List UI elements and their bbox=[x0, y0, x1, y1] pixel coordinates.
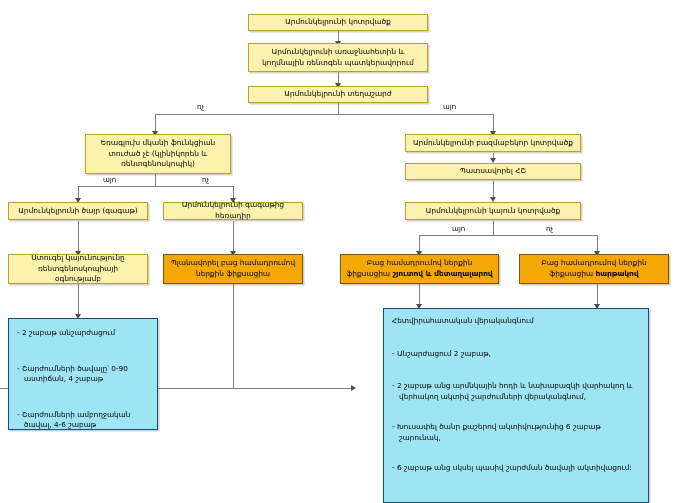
connector-bus2-left bbox=[78, 186, 79, 200]
node-orif-plate[interactable]: Բաց համադրումով ներքին ֆիքսացիա հարթակով bbox=[519, 254, 669, 284]
arrowhead-bus2-left bbox=[75, 198, 81, 203]
node-orif-plate-line2-bold: հարթակով bbox=[595, 269, 639, 278]
node-order-ct-label: Պատսավորել ՀՇ bbox=[459, 166, 527, 176]
outcome-box-postoperative[interactable]: Հետվիրահատական վերականգնում - Անշարժացու… bbox=[383, 308, 649, 503]
node-check-stability-label: Ստուգել կայունությունը ռենտգենոսկոպիայի … bbox=[14, 253, 142, 285]
node-distal-to-tip-label: Արմունկելրունի գագաթից հեռադիր bbox=[181, 200, 285, 220]
node-triceps-line2: տուժած չէ (կլինիկորեն և bbox=[108, 148, 208, 158]
branch-label-no-1: ոչ bbox=[197, 103, 205, 111]
connector-n8-n11 bbox=[233, 221, 234, 253]
node-orif-tension-band-label: Բաց համադրումով ներքին ֆիքսացիա շյուտով … bbox=[346, 258, 493, 279]
node-distal-to-tip[interactable]: Արմունկելրունի գագաթից հեռադիր bbox=[163, 200, 303, 220]
arrowhead-n10-left-outcome bbox=[75, 314, 81, 319]
node-triceps-function-label: Եռագլուխ մկանի ֆունկցիան տուժած չէ (կլին… bbox=[91, 138, 225, 170]
outcome-right-heading: Հետվիրահատական վերականգնում bbox=[392, 316, 534, 325]
node-fracture-title[interactable]: Արմունկելրունի կոտրվածք bbox=[248, 14, 428, 31]
node-orif-plate-line2-plain: ֆիքսացիա bbox=[549, 269, 596, 278]
arrowhead-n11-right-outcome bbox=[351, 385, 356, 391]
connector-bus3-left bbox=[419, 235, 420, 253]
arrowhead-n8-n11 bbox=[230, 251, 236, 256]
branch-label-no-2: ոչ bbox=[202, 176, 210, 184]
outcome-right-bullet-2: - 2 շաբաթ անց արմնկային հոդի և նախաբազկի… bbox=[392, 381, 633, 401]
connector-n10-left-outcome bbox=[78, 284, 79, 316]
arrowhead-n7-n10 bbox=[75, 251, 81, 256]
connector-n4-bus2 bbox=[155, 173, 156, 186]
outcome-box-conservative[interactable]: - 2 շաբաթ անշարժացում - Շարժումների ծավա… bbox=[8, 318, 158, 430]
node-orif-tension-band-line2-bold: շյուտով և մետաղալարով bbox=[392, 269, 493, 278]
arrowhead-n6-n9 bbox=[490, 197, 496, 202]
node-plan-orif-line2: ներքին ֆիքսացիա bbox=[195, 269, 271, 278]
arrowhead-bus3-right bbox=[594, 251, 600, 256]
arrowhead-n5-n6 bbox=[490, 158, 496, 163]
connector-n11-down bbox=[233, 284, 234, 388]
branch-label-yes-1: այո bbox=[443, 103, 457, 111]
node-displacement-label: Արմունկելրունի տեղաշարժ bbox=[284, 89, 392, 99]
arrowhead-n13-outcome bbox=[594, 304, 600, 309]
node-displacement[interactable]: Արմունկելրունի տեղաշարժ bbox=[248, 86, 428, 103]
node-comminuted-fracture[interactable]: Արմունկելրունի բազմաբեկոր կոտրվածք bbox=[405, 134, 581, 152]
arrowhead-n2-n3 bbox=[335, 83, 341, 88]
bus-level2 bbox=[78, 186, 233, 187]
bus-level1 bbox=[155, 114, 493, 115]
connector-bus3-right bbox=[597, 235, 598, 253]
connector-bus-left1 bbox=[155, 114, 156, 133]
node-stable-fracture[interactable]: Արմունկելրունի կայուն կոտրվածք bbox=[405, 202, 581, 220]
outcome-left-bullet-3: - Շարժումների ամբողջական ծավալ, 4-6 շաբա… bbox=[17, 409, 131, 430]
outcome-right-bullet-3: - Խուսափել ծանր քաշերով ակտիվությունից 6… bbox=[392, 422, 601, 442]
node-imaging-line1: Արմունկելրունի առաջնահետին և bbox=[271, 46, 405, 56]
connector-bus2-right bbox=[233, 186, 234, 200]
connector-n7-n10 bbox=[78, 221, 79, 253]
branch-label-yes-2: այո bbox=[103, 176, 117, 184]
node-orif-tension-band-line1: Բաց համադրումով ներքին bbox=[366, 258, 473, 268]
node-orif-tension-band-line2-plain: ֆիքսացիա bbox=[346, 269, 393, 278]
node-imaging-label: Արմունկելրունի առաջնահետին և կողմնային ռ… bbox=[254, 47, 422, 68]
node-plan-orif-line1: Պլանավորել բաց համադրումով bbox=[170, 258, 296, 268]
connector-n3-bus bbox=[338, 102, 339, 114]
connector-bus-right1 bbox=[493, 114, 494, 133]
outcome-left-bullet-2: - Շարժումների ծավալը՝ 0-90 աստիճան, 4 շա… bbox=[17, 363, 128, 384]
outcome-left-bullet-1: - 2 շաբաթ անշարժացում bbox=[17, 328, 116, 337]
connector-n6-n9 bbox=[493, 181, 494, 199]
node-imaging-line2: կողմնային ռենտգեն պատկերավորում bbox=[262, 57, 414, 67]
connector-n13-outcome bbox=[597, 284, 598, 308]
connector-n11-to-outcome bbox=[233, 388, 355, 389]
node-olecranon-tip-label: Արմունկելրունի ծայր (գագաթ) bbox=[18, 205, 138, 215]
node-triceps-function[interactable]: Եռագլուխ մկանի ֆունկցիան տուժած չէ (կլին… bbox=[85, 134, 231, 174]
node-order-ct[interactable]: Պատսավորել ՀՇ bbox=[405, 163, 581, 180]
node-plan-orif[interactable]: Պլանավորել բաց համադրումով ներքին ֆիքսաց… bbox=[163, 254, 303, 284]
branch-label-no-3: ոչ bbox=[546, 225, 554, 233]
node-fracture-title-label: Արմունկելրունի կոտրվածք bbox=[285, 17, 391, 27]
node-stable-fracture-label: Արմունկելրունի կայուն կոտրվածք bbox=[425, 205, 561, 215]
node-orif-plate-line1: Բաց համադրումով ներքին bbox=[541, 258, 647, 268]
outcome-right-bullet-1: - Անշարժացում 2 շաբաթ, bbox=[392, 348, 491, 358]
node-check-stability-line1: Ստուգել կայունությունը bbox=[31, 252, 125, 262]
arrowhead-bus3-left bbox=[416, 251, 422, 256]
connector-n1-n2 bbox=[338, 30, 339, 43]
node-triceps-line3: ռենտգենոսկոպիկ) bbox=[121, 159, 195, 169]
arrowhead-bus-right1 bbox=[490, 131, 496, 136]
node-triceps-line1: Եռագլուխ մկանի ֆունկցիան bbox=[100, 137, 216, 147]
node-comminuted-fracture-label: Արմունկելրունի բազմաբեկոր կոտրվածք bbox=[413, 137, 573, 147]
branch-label-yes-3: այո bbox=[452, 225, 466, 233]
connector-n12-outcome bbox=[419, 284, 420, 308]
arrowhead-bus-left1 bbox=[152, 131, 158, 136]
connector-n5-n6 bbox=[493, 153, 494, 161]
node-orif-plate-label: Բաց համադրումով ներքին ֆիքսացիա հարթակով bbox=[525, 258, 663, 279]
connector-n9-bus3 bbox=[493, 221, 494, 235]
node-check-stability[interactable]: Ստուգել կայունությունը ռենտգենոսկոպիայի … bbox=[8, 253, 148, 285]
node-olecranon-tip[interactable]: Արմունկելրունի ծայր (գագաթ) bbox=[8, 202, 148, 220]
node-check-stability-line2: ռենտգենոսկոպիայի օգնությամբ bbox=[37, 263, 119, 284]
arrowhead-n12-outcome bbox=[416, 304, 422, 309]
bus-level3 bbox=[419, 235, 597, 236]
node-plan-orif-label: Պլանավորել բաց համադրումով ներքին ֆիքսաց… bbox=[169, 258, 297, 279]
connector-n2-n3 bbox=[338, 72, 339, 85]
node-imaging[interactable]: Արմունկելրունի առաջնահետին և կողմնային ռ… bbox=[248, 43, 428, 72]
arrowhead-bus2-right bbox=[230, 198, 236, 203]
node-orif-tension-band[interactable]: Բաց համադրումով ներքին ֆիքսացիա շյուտով … bbox=[340, 254, 499, 284]
outcome-right-bullet-4: - 6 շաբաթ անց սկսել պասիվ շարժման ծավալի… bbox=[392, 463, 632, 473]
